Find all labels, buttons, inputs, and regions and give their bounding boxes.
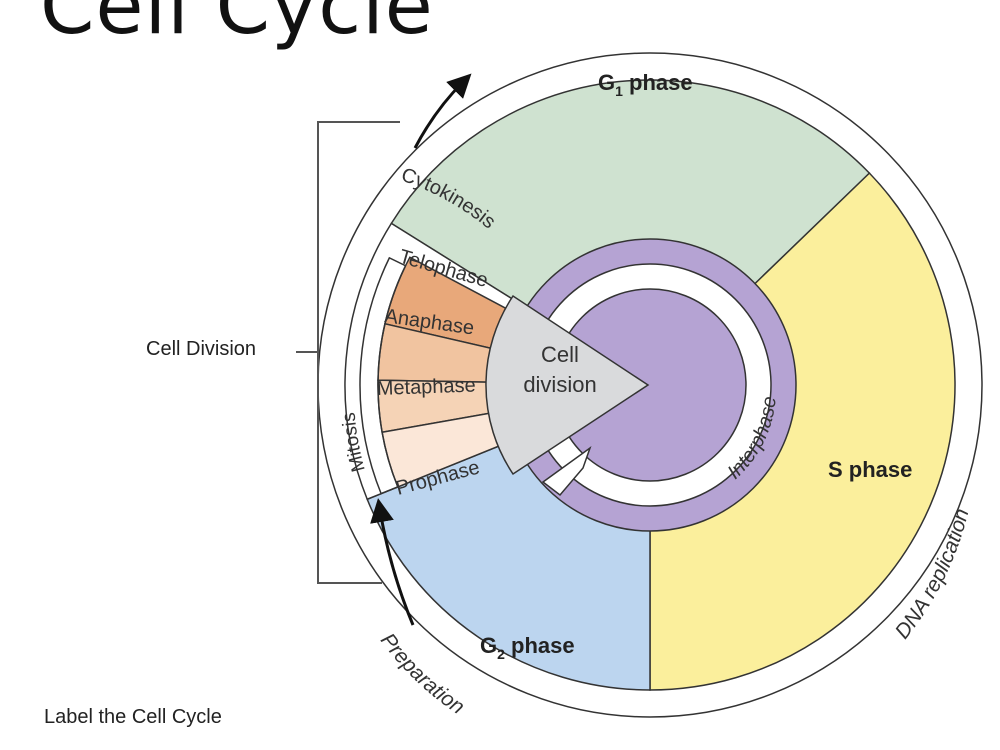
s-phase-label: S phase	[828, 457, 912, 482]
g1-sector	[390, 79, 871, 386]
metaphase-label: Metaphase	[376, 375, 476, 400]
cell-division-side-label: Cell Division	[146, 338, 257, 360]
arrow-to-mitosis-icon	[370, 498, 415, 626]
g1-phase-label: G1 phase	[598, 70, 693, 99]
g2-phase-label: G2 phase	[480, 633, 575, 662]
cell-division-wedge	[485, 294, 650, 476]
cell-division-line1: Cell	[541, 342, 579, 367]
instruction-label: Label the Cell Cycle	[44, 706, 222, 728]
s-sector	[649, 172, 956, 691]
arrow-to-g1-icon	[413, 73, 472, 149]
mitosis-band	[359, 256, 407, 495]
cell-division-bracket	[296, 121, 400, 584]
page-title: Cell Cycle	[40, 0, 434, 52]
interphase-arrow-head	[541, 445, 592, 497]
cell-division-line2: division	[523, 372, 596, 397]
